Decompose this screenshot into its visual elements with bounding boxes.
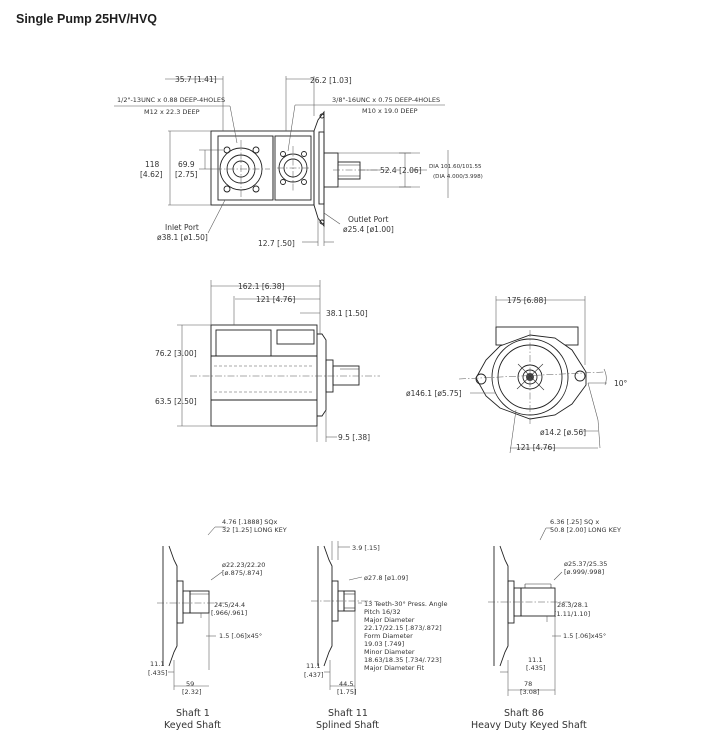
side-view: 162.1 [6.38] 121 [4.76] 38.1 [1.50] 76.2…: [155, 280, 380, 442]
front-width: 175 [6.88]: [507, 296, 546, 305]
shaft-11-total-in: [1.75]: [337, 688, 357, 696]
spline-line-5: Form Diameter: [364, 632, 413, 640]
shaft-11-type: Splined Shaft: [316, 720, 379, 731]
top-dim-right-top: 26.2 [1.03]: [310, 76, 352, 85]
side-right: 38.1 [1.50]: [326, 309, 368, 318]
shaft-1-left-in: [.435]: [148, 669, 168, 677]
outlet-thread-spec-1: 3/8"-16UNC x 0.75 DEEP-4HOLES: [332, 96, 440, 104]
spline-line-6: 19.03 [.749]: [364, 640, 404, 648]
spline-line-8: 18.63/18.35 [.734/.723]: [364, 656, 442, 664]
pilot-dia-mm: DIA 101.60/101.55: [429, 164, 482, 170]
page-title: Single Pump 25HV/HVQ: [16, 12, 158, 26]
inlet-thread-spec-1: 1/2"-13UNC x 0.88 DEEP-4HOLES: [117, 96, 225, 104]
inlet-port-label: Inlet Port: [165, 223, 199, 232]
shaft-86-type: Heavy Duty Keyed Shaft: [471, 720, 587, 731]
shaft-86-left-mm: 11.1: [528, 656, 542, 664]
shaft-1-total-in: [2.32]: [182, 688, 202, 696]
pilot-length: 52.4 [2.06]: [380, 166, 422, 175]
height-in: [4.62]: [140, 170, 163, 179]
shaft-1-type: Keyed Shaft: [164, 720, 221, 731]
spline-line-3: Major Diameter: [364, 616, 415, 624]
side-flange: 9.5 [.38]: [338, 433, 370, 442]
outlet-port-dia: ø25.4 [ø1.00]: [343, 225, 394, 234]
outlet-port-icon: [277, 146, 309, 192]
shaft-1-dia-mm: ø22.23/22.20: [222, 561, 265, 569]
shaft-86-total-mm: 78: [524, 680, 532, 688]
front-view: 175 [6.88] ø146.1 [ø5.75] 10° ø14.2 [ø.5…: [406, 296, 628, 454]
outlet-port-label: Outlet Port: [348, 215, 389, 224]
shaft-11-dia: ø27.8 [ø1.09]: [364, 574, 408, 582]
shaft-86-key-spec-2: 50.8 [2.00] LONG KEY: [550, 526, 621, 534]
outlet-thread-spec-2: M10 x 19.0 DEEP: [362, 107, 418, 115]
spline-line-9: Major Diameter Fit: [364, 664, 425, 672]
shaft-11-top-dim: 3.9 [.15]: [352, 544, 380, 552]
shaft-11-left-in: [.437]: [304, 671, 324, 679]
shaft-1-name: Shaft 1: [176, 708, 210, 719]
pilot-dia-in: (DIA 4.000/3.998): [433, 174, 483, 180]
shaft-11-left-mm: 11.1: [306, 662, 320, 670]
shaft-1-key-spec-2: 32 [1.25] LONG KEY: [222, 526, 287, 534]
center-in: [2.75]: [175, 170, 198, 179]
shaft-1-chamfer: 1.5 [.06]x45°: [219, 632, 262, 640]
bolt-circle-dia: ø146.1 [ø5.75]: [406, 389, 462, 398]
inlet-port-icon: [215, 140, 270, 200]
side-mid: 121 [4.76]: [256, 295, 295, 304]
inlet-thread-spec-2: M12 x 22.3 DEEP: [144, 108, 200, 116]
side-upper-height: 76.2 [3.00]: [155, 349, 197, 358]
flange-thickness: 12.7 [.50]: [258, 239, 295, 248]
top-view: 35.7 [1.41] 26.2 [1.03] 1/2"-13UNC x 0.8…: [114, 75, 483, 248]
angle-label: 10°: [614, 379, 628, 388]
shaft-11-total-mm: 44.5: [339, 680, 353, 688]
shaft-86-left-in: [.435]: [526, 664, 546, 672]
center-mm: 69.9: [178, 160, 195, 169]
shaft-86-dia-mm: ø25.37/25.35: [564, 560, 607, 568]
shaft-86-detail: 6.36 [.25] SQ x 50.8 [2.00] LONG KEY ø25…: [471, 518, 621, 731]
side-overall: 162.1 [6.38]: [238, 282, 284, 291]
spline-line-2: Pitch 16/32: [364, 608, 401, 616]
height-mm: 118: [145, 160, 160, 169]
shaft-1-len-mm: 24.5/24.4: [214, 601, 245, 609]
shaft-86-chamfer: 1.5 [.06]x45°: [563, 632, 606, 640]
shaft-1-total-mm: 59: [186, 680, 194, 688]
shaft-86-dia-in: [ø.999/.998]: [564, 568, 604, 576]
side-lower-height: 63.5 [2.50]: [155, 397, 197, 406]
shaft-86-len-mm: 28.3/28.1: [557, 601, 588, 609]
spline-line-7: Minor Diameter: [364, 648, 415, 656]
shaft-1-detail: 4.76 [.1888] SQx 32 [1.25] LONG KEY ø22.…: [148, 518, 287, 731]
shaft-1-left-mm: 11.1: [150, 660, 164, 668]
shaft-11-name: Shaft 11: [328, 708, 368, 719]
shaft-11-detail: 3.9 [.15] ø27.8 [ø1.09] 13 Teeth-30° Pre…: [304, 541, 448, 731]
inlet-port-dia: ø38.1 [ø1.50]: [157, 233, 208, 242]
spline-line-1: 13 Teeth-30° Press. Angle: [364, 600, 448, 608]
shaft-1-key-spec-1: 4.76 [.1888] SQx: [222, 518, 278, 526]
shaft-86-total-in: [3.08]: [520, 688, 540, 696]
shaft-1-dia-in: [ø.875/.874]: [222, 569, 262, 577]
shaft-1-len-in: [.966/.961]: [211, 609, 247, 617]
shaft-86-key-spec-1: 6.36 [.25] SQ x: [550, 518, 599, 526]
front-half-width: 121 [4.76]: [516, 443, 555, 452]
shaft-86-len-in: [1.11/1.10]: [554, 610, 590, 618]
spline-line-4: 22.17/22.15 [.873/.872]: [364, 624, 442, 632]
shaft-86-name: Shaft 86: [504, 708, 544, 719]
mount-hole-dia: ø14.2 [ø.56]: [540, 428, 586, 437]
top-dim-left-top: 35.7 [1.41]: [175, 75, 217, 84]
